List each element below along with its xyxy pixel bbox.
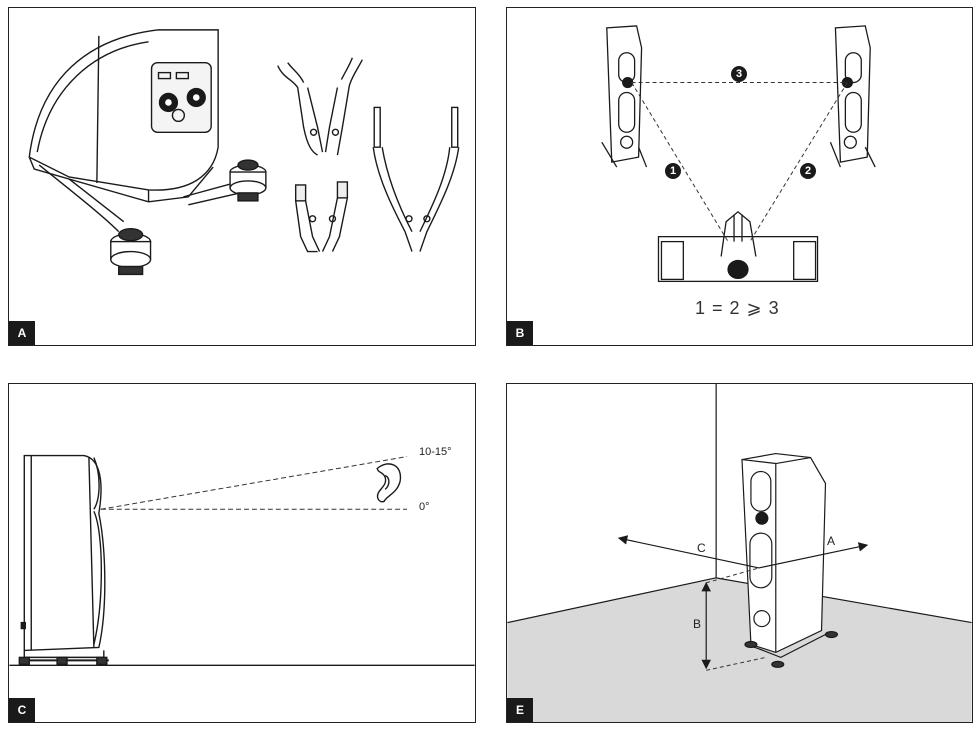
left-speaker [606,25,643,163]
distance-equation: 1 = 2 ⩾ 3 [695,298,780,318]
panel-c-illustration [9,454,475,667]
distance-b-label: B [693,617,702,631]
panel-b-illustration [601,25,876,283]
right-speaker [834,25,871,163]
panel-e: C A B E [506,383,973,723]
distance-c-label: C [697,541,706,555]
panel-c-badge: C [9,698,35,722]
marker-three: 3 [731,66,747,82]
speaker-side [23,454,106,652]
panel-a: A [8,7,476,346]
floor [507,577,972,722]
marker-one: 1 [665,163,681,179]
panel-b-badge: B [507,321,533,345]
distance-a-label: A [827,534,836,548]
panel-e-badge: E [507,698,533,722]
panel-a-illustration [28,29,460,276]
angle-bottom-label: 0° [419,501,430,513]
panel-a-badge: A [9,321,35,345]
marker-two: 2 [800,163,816,179]
panel-b: 3 1 2 1 = 2 ⩾ 3 B [506,7,973,346]
panel-e-illustration [507,384,972,722]
panel-c: 10-15° 0° C [8,383,476,723]
angle-top-label: 10-15° [419,446,452,458]
